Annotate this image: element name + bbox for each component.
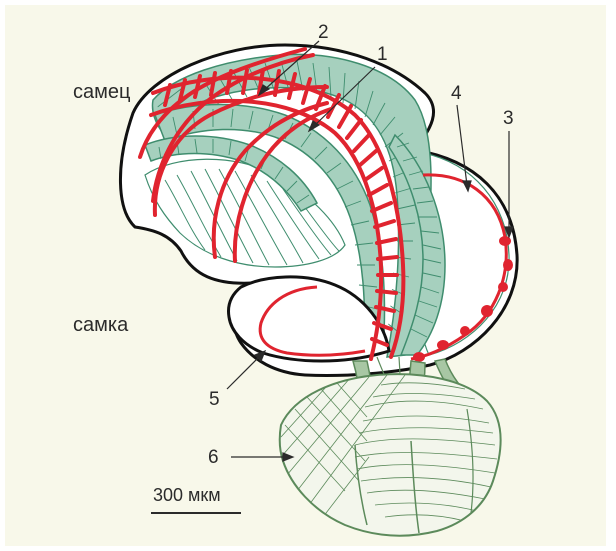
callout-5: 5 [209, 389, 220, 410]
callout-3: 3 [503, 108, 514, 129]
callout-2: 2 [318, 22, 329, 43]
scale-bar-label: 300 мкм [153, 485, 221, 505]
male-label: самец [73, 81, 130, 103]
callout-1: 1 [377, 44, 388, 65]
callout-4: 4 [451, 83, 462, 104]
female-label: самка [73, 314, 129, 336]
callout-6: 6 [208, 447, 219, 468]
dome-net [280, 374, 501, 536]
figure-panel: 1 2 3 4 5 6 самец самка 300 мкм [5, 5, 606, 546]
anatomy-diagram: 1 2 3 4 5 6 самец самка 300 мкм [5, 5, 606, 546]
